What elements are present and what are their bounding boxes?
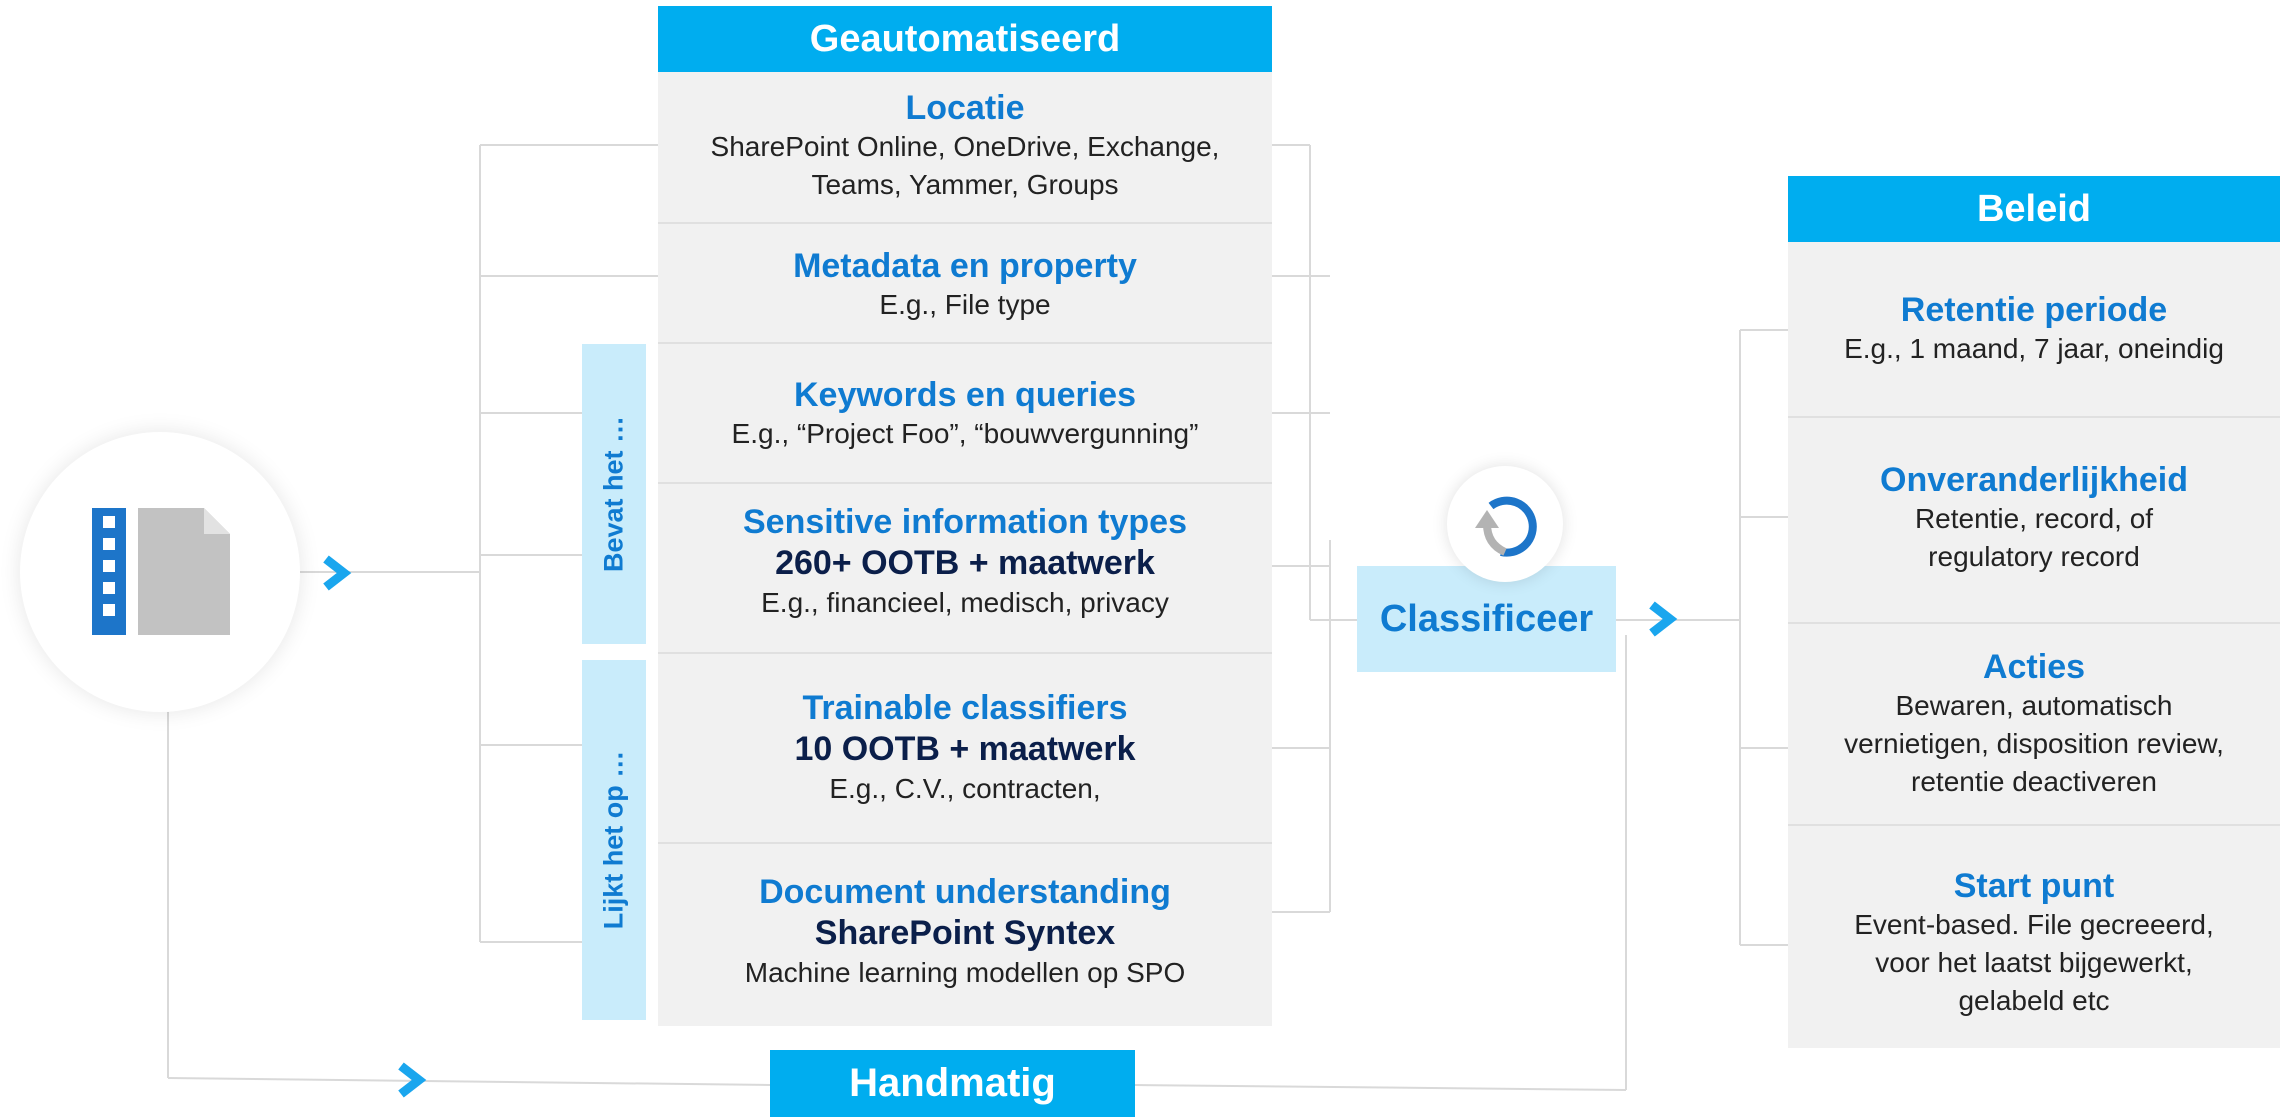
criterion-text: E.g., financieel, medisch, privacy	[761, 587, 1169, 618]
chevron-right-icon	[320, 555, 354, 596]
document-file-icon	[92, 508, 232, 636]
policy-text: voor het laatst bijgewerkt,	[1875, 947, 2193, 978]
criterion-title: Document understanding	[759, 873, 1171, 911]
chevron-right-icon	[395, 1062, 429, 1103]
policy-start-point: Start punt Event-based. File gecreeerd, …	[1788, 866, 2280, 1020]
policy-title: Retentie periode	[1900, 291, 2168, 329]
policy-immutability: Onveranderlijkheid Retentie, record, of …	[1788, 460, 2280, 576]
policy-panel	[1788, 242, 2280, 1048]
criterion-subtitle: 260+ OOTB + maatwerk	[775, 544, 1155, 582]
resembles-tab-label: Lijkt het op …	[598, 750, 629, 930]
policy-text: gelabeld etc	[1958, 985, 2110, 1016]
criterion-text: Machine learning modellen op SPO	[744, 957, 1186, 988]
divider	[1788, 416, 2280, 418]
classify-box: Classificeer	[1357, 566, 1616, 672]
resembles-tab: Lijkt het op …	[582, 660, 646, 1020]
criterion-sensitive-info: Sensitive information types 260+ OOTB + …	[658, 502, 1272, 622]
policy-text: retentie deactiveren	[1911, 766, 2157, 797]
criterion-trainable: Trainable classifiers 10 OOTB + maatwerk…	[658, 688, 1272, 808]
policy-title: Start punt	[1953, 867, 2115, 905]
policy-text: E.g., 1 maand, 7 jaar, oneindig	[1844, 333, 2224, 364]
policy-text: Event-based. File gecreeerd,	[1854, 909, 2214, 940]
policy-text: Bewaren, automatisch	[1895, 690, 2173, 721]
criterion-title: Locatie	[905, 89, 1025, 127]
policy-title: Onveranderlijkheid	[1880, 461, 2188, 499]
criterion-title: Keywords en queries	[793, 376, 1136, 414]
divider	[658, 652, 1272, 654]
classify-label: Classificeer	[1379, 598, 1594, 640]
criterion-text: SharePoint Online, OneDrive, Exchange,	[710, 131, 1220, 162]
divider	[658, 342, 1272, 344]
criterion-document-understanding: Document understanding SharePoint Syntex…	[658, 872, 1272, 992]
policy-header: Beleid	[1788, 176, 2280, 242]
criterion-text: E.g., C.V., contracten,	[829, 773, 1101, 804]
divider	[658, 842, 1272, 844]
policy-actions: Acties Bewaren, automatisch vernietigen,…	[1788, 647, 2280, 801]
automated-header: Geautomatiseerd	[658, 6, 1272, 72]
policy-retention-period: Retentie periode E.g., 1 maand, 7 jaar, …	[1788, 290, 2280, 368]
divider	[1788, 622, 2280, 624]
contains-tab: Bevat het …	[582, 344, 646, 644]
criterion-subtitle: SharePoint Syntex	[814, 914, 1116, 952]
contains-tab-label: Bevat het …	[598, 415, 629, 573]
automated-panel	[658, 72, 1272, 1026]
criterion-title: Sensitive information types	[743, 503, 1187, 541]
manual-button[interactable]: Handmatig	[770, 1050, 1135, 1117]
refresh-cycle-icon	[1447, 466, 1563, 582]
policy-text: vernietigen, disposition review,	[1844, 728, 2224, 759]
criterion-title: Trainable classifiers	[802, 689, 1128, 727]
divider	[658, 222, 1272, 224]
criterion-metadata: Metadata en property E.g., File type	[658, 246, 1272, 324]
divider	[658, 482, 1272, 484]
policy-text: regulatory record	[1928, 541, 2140, 572]
criterion-text: E.g., “Project Foo”, “bouwvergunning”	[731, 418, 1199, 449]
criterion-location: Locatie SharePoint Online, OneDrive, Exc…	[658, 88, 1272, 204]
criterion-text: Teams, Yammer, Groups	[811, 169, 1119, 200]
policy-title: Acties	[1982, 648, 2086, 686]
criterion-title: Metadata en property	[793, 247, 1137, 285]
divider	[1788, 824, 2280, 826]
policy-text: Retentie, record, of	[1914, 503, 2154, 534]
chevron-right-icon	[1646, 601, 1680, 642]
criterion-keywords: Keywords en queries E.g., “Project Foo”,…	[658, 375, 1272, 453]
criterion-text: E.g., File type	[879, 289, 1051, 320]
criterion-subtitle: 10 OOTB + maatwerk	[794, 730, 1136, 768]
